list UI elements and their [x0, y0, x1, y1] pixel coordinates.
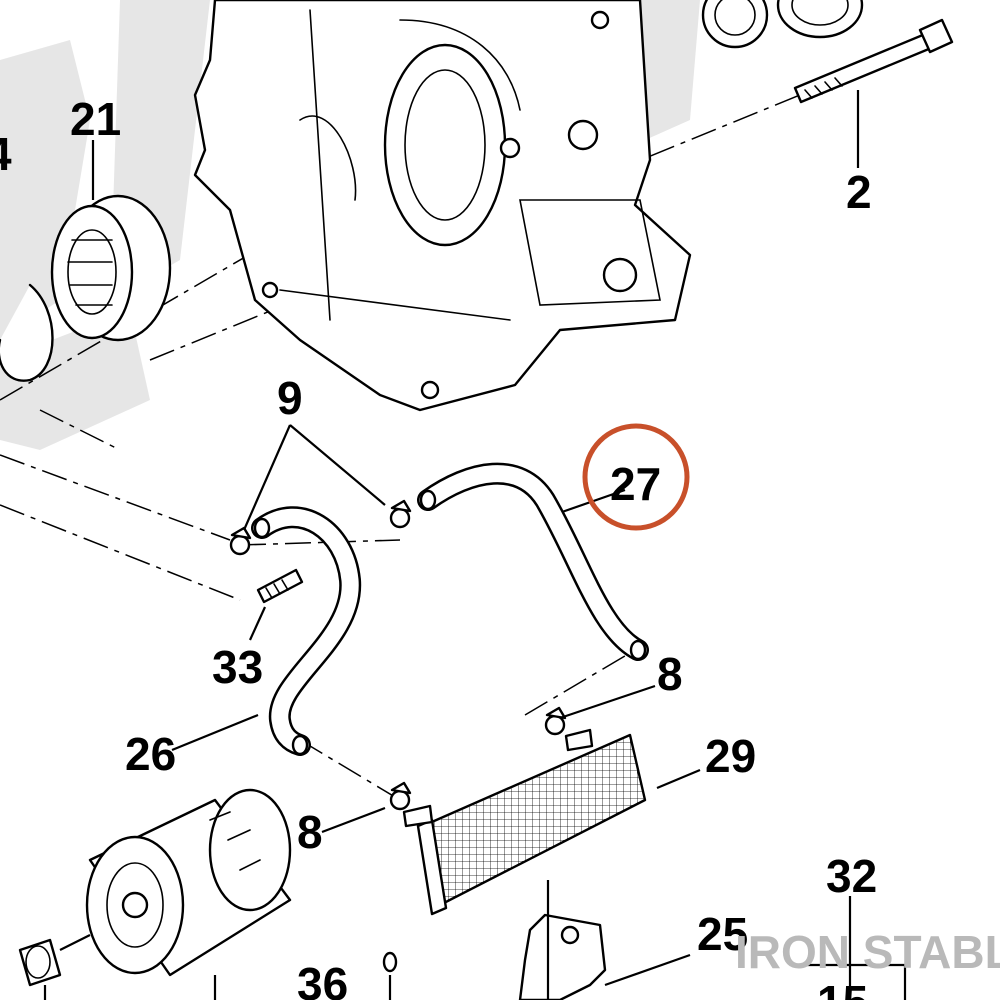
- callout-27: 27: [610, 458, 661, 510]
- retaining-ring: [0, 283, 54, 382]
- drain-plug: [18, 938, 62, 987]
- highlight-circle: [582, 423, 690, 531]
- seal-rings: [701, 0, 864, 49]
- o-ring: [382, 951, 398, 973]
- bearing: [50, 194, 172, 342]
- callout-8-lower: 8: [297, 806, 323, 858]
- hose-27: [417, 462, 649, 661]
- clamp-9-right: [389, 499, 412, 529]
- mounting-bracket: [518, 913, 607, 1000]
- callout-36: 36: [297, 958, 348, 1000]
- callout-21: 21: [70, 93, 121, 145]
- callout-15: 15: [817, 976, 868, 1000]
- callout-26: 26: [125, 728, 176, 780]
- callout-25: 25: [697, 908, 748, 960]
- leader-lines: [43, 90, 907, 1000]
- callout-numbers: 21 4 2 9 27 33 8 26 29 8 32 25 36 15: [0, 93, 877, 1000]
- clamp-9-left: [229, 526, 252, 556]
- callout-9: 9: [277, 372, 303, 424]
- callout-32: 32: [826, 850, 877, 902]
- watermark-text: IRON STABLE: [735, 926, 1000, 978]
- callout-33: 33: [212, 641, 263, 693]
- callout-8-upper: 8: [657, 648, 683, 700]
- clamp-8-lower: [389, 781, 412, 811]
- callout-4: 4: [0, 128, 12, 180]
- oil-cooler: [402, 728, 647, 916]
- callout-2: 2: [846, 166, 872, 218]
- clamp-8-upper: [544, 706, 567, 736]
- oil-filter: [85, 788, 292, 977]
- fitting: [256, 568, 304, 604]
- hose-clamps: [229, 499, 567, 811]
- hose-26: [251, 506, 362, 756]
- bolt: [793, 18, 954, 104]
- callout-29: 29: [705, 730, 756, 782]
- crankcase-housing: [193, 0, 692, 412]
